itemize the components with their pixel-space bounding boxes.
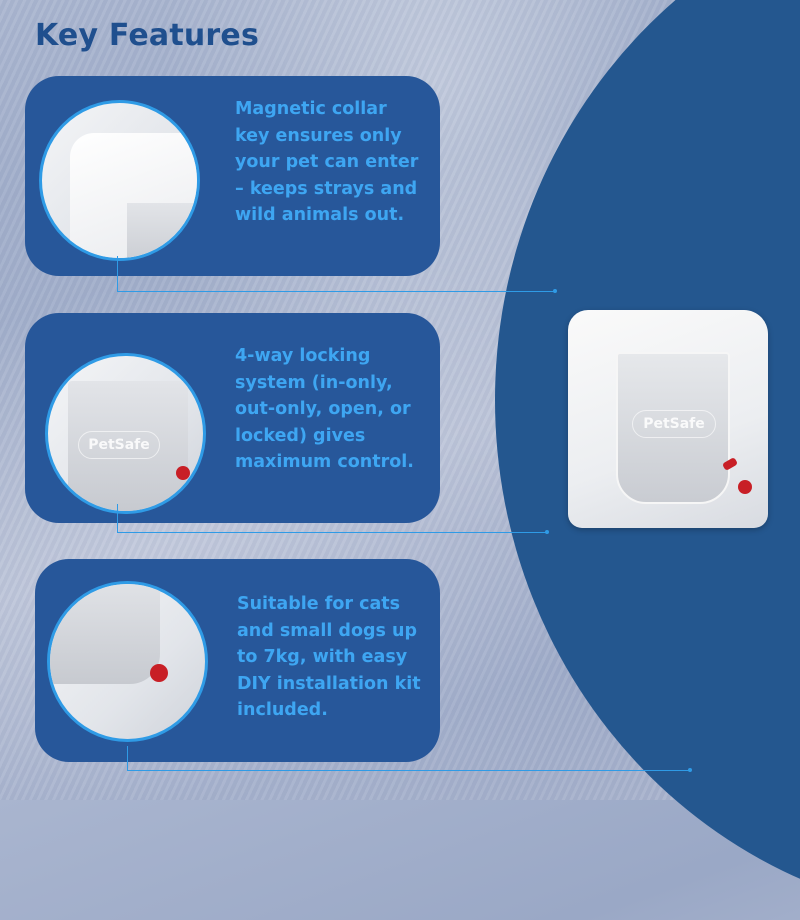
lock-dial-icon (738, 480, 752, 494)
feature-card-1: Magnetic collar key ensures only your pe… (25, 76, 440, 276)
feature-text-3: Suitable for cats and small dogs up to 7… (237, 594, 421, 720)
page-title: Key Features (35, 18, 260, 53)
feature-card-2: PetSafe 4-way locking system (in-only, o… (25, 313, 440, 523)
product-logo: PetSafe (632, 410, 716, 438)
connector-dot-1 (553, 289, 557, 293)
product-image: PetSafe (568, 310, 768, 528)
feature-text-1: Magnetic collar key ensures only your pe… (235, 99, 419, 225)
feature-image-3 (47, 581, 208, 742)
connector-line-3 (127, 746, 691, 771)
connector-dot-3 (688, 768, 692, 772)
feature-image-2: PetSafe (45, 353, 206, 514)
connector-line-2 (117, 504, 548, 533)
connector-line-1 (117, 256, 556, 292)
feature-text-2: 4-way locking system (in-only, out-only,… (235, 346, 414, 472)
connector-dot-2 (545, 530, 549, 534)
cat-flap-door: PetSafe (616, 352, 730, 504)
petsafe-logo: PetSafe (78, 431, 160, 459)
feature-image-1 (39, 100, 200, 261)
lock-knob-icon (150, 664, 168, 682)
feature-card-3: Suitable for cats and small dogs up to 7… (35, 559, 440, 762)
